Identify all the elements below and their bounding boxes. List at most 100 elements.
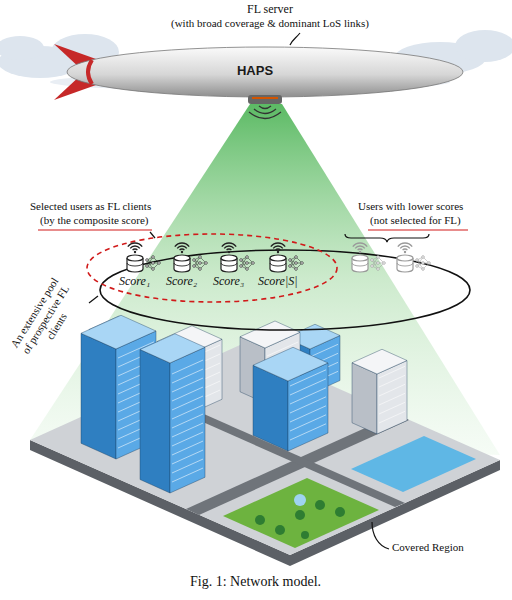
nn-neuron [371, 265, 374, 268]
wifi-arc [276, 249, 281, 250]
wifi-arc [403, 249, 408, 250]
wifi-dot [277, 251, 279, 253]
wifi-arc [227, 249, 232, 250]
users [127, 243, 430, 272]
signal-waves [249, 106, 281, 119]
nn-neuron [205, 262, 208, 265]
nn-neuron [289, 259, 292, 262]
callout-title: Selected users as FL clients [30, 200, 151, 213]
client-score: Score₁ [119, 274, 150, 288]
database-top [127, 255, 143, 261]
building [253, 347, 328, 451]
window-row [172, 468, 203, 482]
park [223, 478, 379, 548]
wifi-arc [177, 246, 187, 248]
window-row [379, 384, 405, 396]
leader-line [150, 232, 155, 238]
building [352, 349, 407, 434]
wifi-arc [353, 243, 367, 247]
gondola [248, 95, 282, 104]
leader-line [290, 33, 300, 45]
window-row [172, 441, 203, 455]
wifi-arc [355, 246, 365, 248]
window-row [379, 366, 405, 378]
window-row [172, 387, 203, 401]
haps-airship: HAPS [40, 40, 470, 108]
nn-neuron [240, 259, 243, 262]
nn-neuron [246, 268, 249, 271]
window-row [172, 396, 203, 410]
client-pool-ring [100, 250, 470, 330]
buildings [81, 315, 407, 493]
window-row [290, 397, 326, 413]
window-row [312, 344, 338, 356]
user-icon [397, 243, 430, 272]
wifi-arc [358, 249, 363, 250]
building-roof [140, 334, 205, 363]
nn-neuron [295, 268, 298, 271]
score-text: Score|S| [258, 274, 297, 288]
nn-neuron [240, 265, 243, 268]
nn-neuron [383, 262, 386, 265]
window-row [172, 423, 203, 437]
window-row [379, 393, 405, 405]
nn-neuron [377, 256, 380, 259]
database-band [127, 263, 143, 266]
user-icon [352, 243, 385, 272]
score-text: Score₃ [213, 274, 244, 288]
window-row [172, 459, 203, 473]
tail-band [88, 60, 92, 84]
wifi-arc [175, 243, 189, 247]
database-band [352, 263, 368, 266]
callout-title: Users with lower scores [358, 200, 463, 213]
building-face [352, 363, 377, 434]
leader-line [372, 522, 389, 549]
wifi-arc [400, 246, 410, 248]
nn-neuron [422, 256, 425, 259]
window-row [172, 360, 203, 374]
window-row [379, 375, 405, 387]
nn-neuron [193, 259, 196, 262]
window-row [290, 424, 326, 440]
user-icon [221, 243, 254, 272]
airship-body [67, 47, 463, 97]
user-icon [270, 243, 303, 272]
nn-neuron [146, 259, 149, 262]
nn-neuron [152, 262, 155, 265]
window-row [379, 411, 405, 423]
underline [368, 229, 468, 230]
nn-neuron [246, 262, 249, 265]
node-title: HAPS [237, 63, 273, 78]
database-band [270, 263, 286, 266]
window-row [290, 415, 326, 431]
window-row [172, 405, 203, 419]
nn-neuron [295, 262, 298, 265]
nn-neuron [152, 256, 155, 259]
wifi-dot [181, 251, 183, 253]
nn-neuron [301, 262, 304, 265]
callout-note: (by the composite score) [40, 214, 148, 227]
selected-clients-ellipse [87, 234, 337, 302]
nn-neuron [146, 265, 149, 268]
callout-title: FL server [247, 2, 293, 16]
pool-label: An extensive pool of prospective FL clie… [6, 272, 86, 368]
water [351, 436, 476, 492]
wifi-arc [224, 246, 234, 248]
callout-note: (with broad coverage & dominant LoS link… [171, 17, 369, 30]
client-score: Score₃ [213, 274, 244, 288]
wifi-arc [130, 246, 140, 248]
nn-neuron [193, 265, 196, 268]
nn-neuron [377, 262, 380, 265]
window-row [290, 370, 326, 386]
building-roof [253, 347, 328, 381]
wifi-dot [404, 251, 406, 253]
nn-neuron [428, 262, 431, 265]
nn-neuron [422, 262, 425, 265]
window-row [290, 379, 326, 395]
building-face [170, 347, 205, 493]
gondola-band [252, 97, 278, 99]
wifi-arc [222, 243, 236, 247]
building-face [140, 350, 170, 494]
wifi-arc [180, 249, 185, 250]
